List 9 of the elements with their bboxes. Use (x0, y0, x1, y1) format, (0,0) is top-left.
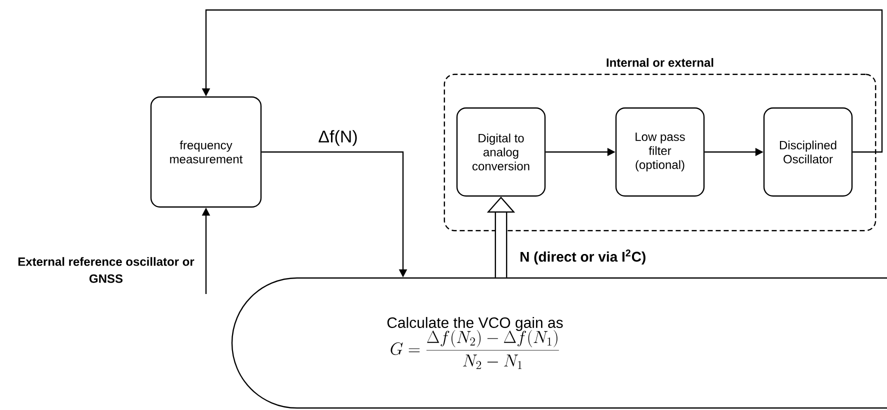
edge-label: Δf(N) (317, 129, 359, 147)
source-label: External reference oscillator or GNSS (18, 257, 194, 283)
process-box: Digital to analog conversion (456, 107, 546, 197)
process-box: Low pass filter (optional) (615, 107, 705, 197)
process-box: Disciplined Oscillator (763, 107, 853, 197)
edge-label: N (direct or via I$^{2}$C) (518, 248, 648, 266)
rounded-process-block: Calculate the VCO gain as $G=\frac{\Delta f(N_2)-\Delta f(N_1)}{N_2-N_1}$ (231, 277, 887, 409)
process-box: frequency measurement (150, 96, 262, 208)
node-label: Internal or external (606, 58, 714, 67)
